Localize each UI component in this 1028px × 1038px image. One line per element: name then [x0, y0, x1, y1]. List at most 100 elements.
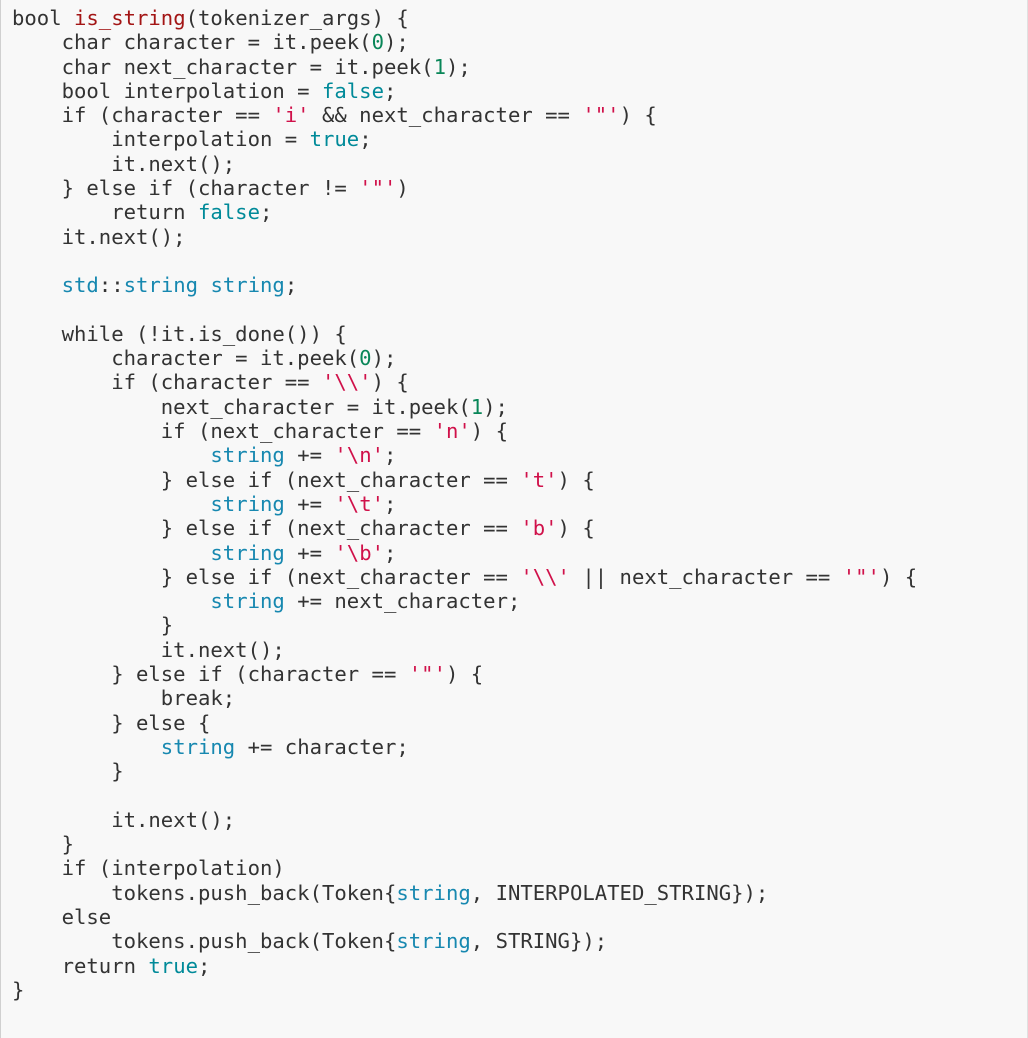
- type-token: string: [123, 273, 199, 298]
- code-text-token: } else if (next_character ==: [12, 564, 521, 589]
- code-line: }: [12, 832, 917, 856]
- code-text-token: ;: [284, 273, 298, 298]
- code-text-token: } else if (character ==: [12, 662, 409, 687]
- code-text-token: }: [12, 977, 25, 1002]
- code-text-token: [198, 273, 210, 297]
- keyword-literal-token: true: [148, 953, 198, 978]
- code-text-token: } else {: [12, 710, 211, 735]
- code-text-token: tokens.push_back(Token{: [12, 929, 397, 954]
- code-text-token: ) {: [619, 103, 657, 128]
- number-literal-token: 1: [470, 394, 484, 419]
- code-text-token: +=: [284, 443, 335, 468]
- code-line: bool is_string(tokenizer_args) {: [12, 6, 917, 30]
- code-text-token: );: [383, 30, 409, 55]
- code-line: }: [12, 978, 917, 1002]
- code-line: if (character == '\\') {: [12, 370, 917, 394]
- type-token: string: [396, 929, 471, 954]
- string-literal-token: '\b': [334, 540, 385, 565]
- code-text-token: [12, 735, 161, 759]
- code-text-token: character = it.peek(: [12, 346, 360, 371]
- type-token: string: [210, 589, 285, 614]
- code-text-token: if (interpolation): [12, 856, 285, 881]
- code-line: bool interpolation = false;: [12, 79, 917, 103]
- code-text-token: [12, 492, 210, 516]
- code-text-token: char character = it.peek(: [12, 30, 372, 55]
- code-line: } else if (character == '"') {: [12, 662, 917, 686]
- code-text-token: ) {: [445, 662, 484, 687]
- function-name-token: is_string: [74, 6, 186, 30]
- code-text-token: return: [12, 200, 198, 225]
- code-text-token: ) {: [470, 419, 508, 444]
- code-text-token: bool interpolation =: [12, 78, 322, 103]
- type-token: string: [210, 540, 285, 565]
- code-text-token: || next_character ==: [569, 564, 843, 589]
- code-line: character = it.peek(0);: [12, 346, 917, 370]
- code-text-token: ;: [383, 78, 397, 103]
- type-token: string: [396, 880, 471, 905]
- string-literal-token: '\\': [520, 564, 570, 589]
- code-line: string += '\b';: [12, 541, 917, 565]
- keyword-literal-token: true: [309, 127, 360, 152]
- code-text-token: +=: [284, 491, 335, 516]
- code-line: } else if (next_character == 't') {: [12, 468, 917, 492]
- code-line: [12, 249, 917, 273]
- code-text-token: it.next();: [12, 224, 186, 249]
- code-text-token: ;: [198, 953, 211, 978]
- number-literal-token: 1: [433, 54, 446, 79]
- code-text-token: );: [445, 54, 471, 79]
- string-literal-token: '\t': [334, 491, 385, 516]
- code-line: std::string string;: [12, 273, 917, 297]
- string-literal-token: '"': [582, 103, 620, 128]
- string-literal-token: '\\': [321, 370, 372, 395]
- code-text-token: tokens.push_back(Token{: [12, 880, 397, 905]
- code-text-token: while (!it.is_done()) {: [12, 321, 347, 346]
- code-text-token: , STRING});: [470, 929, 608, 954]
- code-block[interactable]: bool is_string(tokenizer_args) { char ch…: [12, 6, 917, 1002]
- code-line: it.next();: [12, 638, 917, 662]
- code-line: if (interpolation): [12, 856, 917, 880]
- namespace-token: std: [61, 273, 99, 298]
- code-text-token: } else if (next_character ==: [12, 467, 521, 492]
- code-text-token: if (character ==: [12, 370, 322, 395]
- code-text-token: } else if (character !=: [12, 176, 360, 201]
- code-line: string += character;: [12, 735, 917, 759]
- code-line: if (character == 'i' && next_character =…: [12, 103, 917, 127]
- keyword-literal-token: false: [197, 200, 260, 225]
- code-line: break;: [12, 686, 917, 710]
- type-token: string: [210, 443, 285, 468]
- code-text-token: if (next_character ==: [12, 419, 434, 444]
- code-line: [12, 784, 917, 808]
- code-line: }: [12, 759, 917, 783]
- code-text-token: ;: [384, 540, 397, 565]
- code-text-token: if (character ==: [12, 103, 273, 128]
- code-text-token: break;: [12, 686, 236, 711]
- code-line: interpolation = true;: [12, 127, 917, 151]
- code-text-token: ) {: [557, 467, 595, 492]
- code-line: [12, 298, 917, 322]
- code-line: char character = it.peek(0);: [12, 30, 917, 54]
- code-text-token: }: [12, 759, 124, 784]
- code-text-token: ::: [98, 273, 124, 298]
- code-text-token: it.next();: [12, 807, 236, 832]
- code-text-token: char next_character = it.peek(: [12, 54, 434, 79]
- string-literal-token: 'i': [272, 103, 310, 128]
- code-text-token: += next_character;: [284, 589, 521, 614]
- code-line: next_character = it.peek(1);: [12, 395, 917, 419]
- code-line: it.next();: [12, 225, 917, 249]
- number-literal-token: 0: [371, 30, 384, 55]
- code-text-token: }: [12, 832, 74, 857]
- code-line: return false;: [12, 200, 917, 224]
- code-line: } else if (next_character == '\\' || nex…: [12, 565, 917, 589]
- code-text-token: [12, 589, 210, 613]
- code-line: string += next_character;: [12, 589, 917, 613]
- code-text-token: && next_character ==: [309, 103, 583, 128]
- type-token: string: [160, 734, 236, 759]
- code-text-token: ;: [359, 127, 372, 152]
- code-line: while (!it.is_done()) {: [12, 322, 917, 346]
- string-literal-token: 'b': [520, 516, 558, 541]
- code-text-token: );: [371, 346, 397, 371]
- code-line: char next_character = it.peek(1);: [12, 55, 917, 79]
- code-text-token: );: [483, 394, 508, 419]
- code-text-token: [12, 541, 210, 565]
